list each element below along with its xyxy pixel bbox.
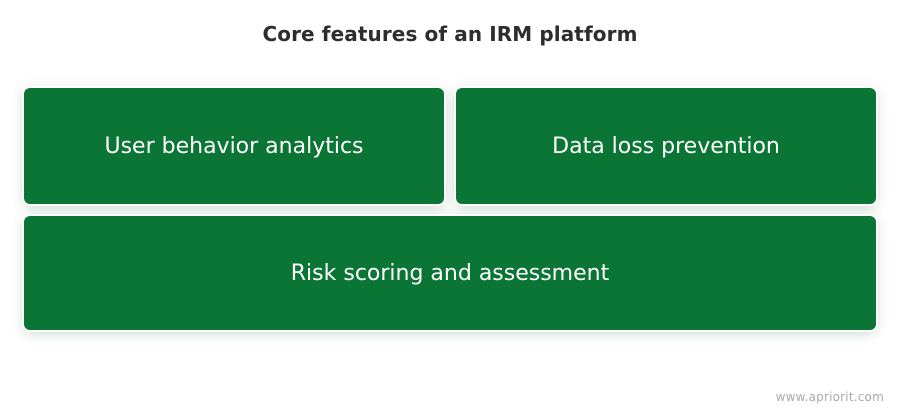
feature-card-data-loss-prevention: Data loss prevention [456,88,876,204]
feature-card-label: User behavior analytics [104,133,364,159]
watermark-url: www.apriorit.com [775,390,884,404]
feature-card-label: Data loss prevention [552,133,780,159]
diagram-title: Core features of an IRM platform [262,22,638,46]
feature-card-risk-scoring-and-assessment: Risk scoring and assessment [24,216,876,330]
feature-card-label: Risk scoring and assessment [290,260,610,286]
feature-card-user-behavior-analytics: User behavior analytics [24,88,444,204]
